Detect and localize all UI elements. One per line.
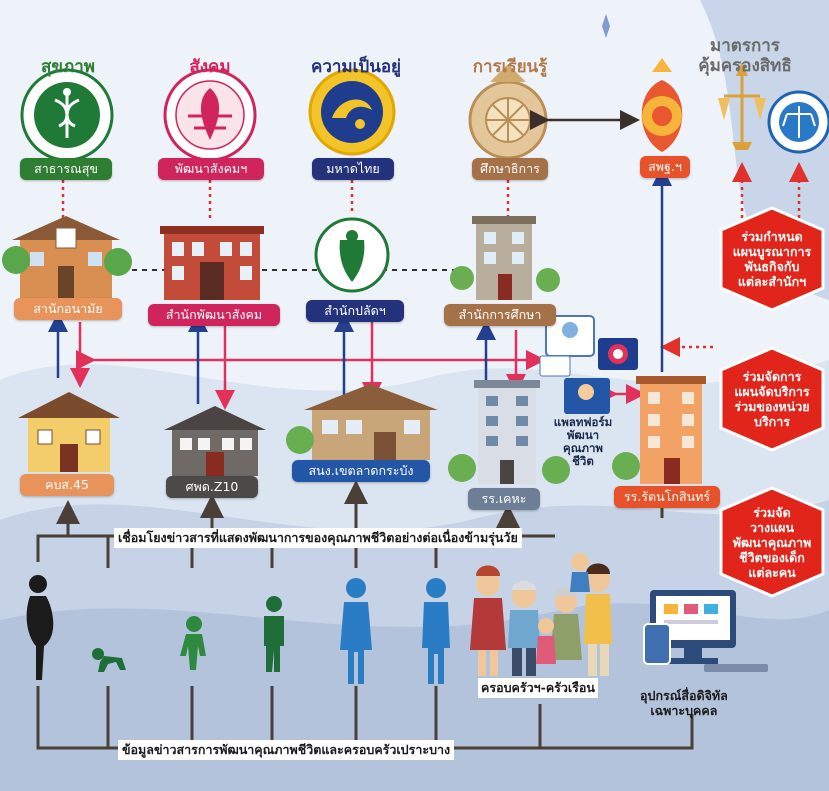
school2-building <box>612 376 706 484</box>
health-office-building <box>2 216 132 298</box>
justice-scale-seal <box>718 62 766 150</box>
clinic-building <box>18 392 120 472</box>
office-social-label: สำนักพัฒนาสังคม <box>148 304 280 326</box>
adult-man-icon <box>422 578 450 684</box>
social-office-building <box>160 226 264 300</box>
school1-building <box>448 380 570 484</box>
facility-clinic-label: คบส.45 <box>20 474 114 496</box>
hexagon-1-text: ร่วมกำหนด แผนบูรณาการ พันธกิจกับ แต่ละสำ… <box>732 229 812 289</box>
hexagon-2-text: ร่วมจัดการ แผนจัดบริการ ร่วมของหน่วย บริ… <box>734 369 810 429</box>
category-security: ความเป็นอยู่ <box>310 57 402 77</box>
family-group-icon <box>470 553 612 676</box>
ministry-health-label: สาธารณสุข <box>20 158 112 180</box>
toddler-icon <box>180 616 206 670</box>
banner-top: เชื่อมโยงข่าวสารที่แสดงพัฒนาการของคุณภาพ… <box>114 528 522 548</box>
crawling-baby-icon <box>92 648 126 672</box>
ministry-ospp-label: สพฐ.ฯ <box>640 156 690 178</box>
office-health-label: สานักอนามัย <box>14 298 122 320</box>
teen-girl-icon <box>340 578 372 684</box>
digital-device-icon <box>643 590 768 672</box>
social-ministry-seal <box>163 68 257 162</box>
facility-district-label: สนง.เขตลาดกระบัง <box>292 460 430 482</box>
interior-ministry-seal <box>308 68 396 156</box>
childcenter-building <box>164 406 266 476</box>
facility-school2-label: รร.รัตนโกสินทร์ <box>614 486 720 508</box>
ministry-interior-label: มหาดไทย <box>312 158 394 180</box>
banner-bottom: ข้อมูลข่าวสารการพัฒนาคุณภาพชีวิตและครอบค… <box>118 740 455 760</box>
platform-devices <box>539 315 638 414</box>
platform-label: แพลทฟอร์ม พัฒนา คุณภาพ ชีวิต <box>553 415 613 468</box>
interior-office-seal <box>314 217 390 293</box>
pregnant-person-icon <box>26 575 54 680</box>
category-health: สุขภาพ <box>41 57 95 77</box>
ospp-seal <box>641 58 683 152</box>
education-office-building <box>450 216 560 300</box>
ministry-education-label: ศึกษาธิการ <box>472 158 548 180</box>
child-icon <box>264 596 284 672</box>
family-label: ครอบครัวฯ-ครัวเรือน <box>478 678 598 698</box>
hexagon-badges <box>719 206 825 598</box>
office-education-label: สำนักการศึกษา <box>444 304 556 326</box>
category-social: สังคม <box>189 57 231 77</box>
device-label: อุปกรณ์สื่อดิจิทัล เฉพาะบุคคล <box>640 688 728 718</box>
health-ministry-seal <box>20 68 114 162</box>
facility-school1-label: รร.เคหะ <box>468 488 540 510</box>
hexagon-3-text: ร่วมจัด วางแผน พัฒนาคุณภาพ ชีวิตของเด็ก … <box>732 505 812 580</box>
category-learning: การเรียนรู้ <box>472 57 548 77</box>
facility-childcenter-label: ศพด.Z10 <box>166 476 258 498</box>
ministry-social-label: พัฒนาสังคมฯ <box>158 158 264 180</box>
district-office-building <box>286 384 438 460</box>
office-interior-label: สำนักปลัดฯ <box>306 300 404 322</box>
category-rights: มาตรการ คุ้มครองสิทธิ <box>698 36 792 76</box>
rights-protection-seal <box>767 90 829 154</box>
